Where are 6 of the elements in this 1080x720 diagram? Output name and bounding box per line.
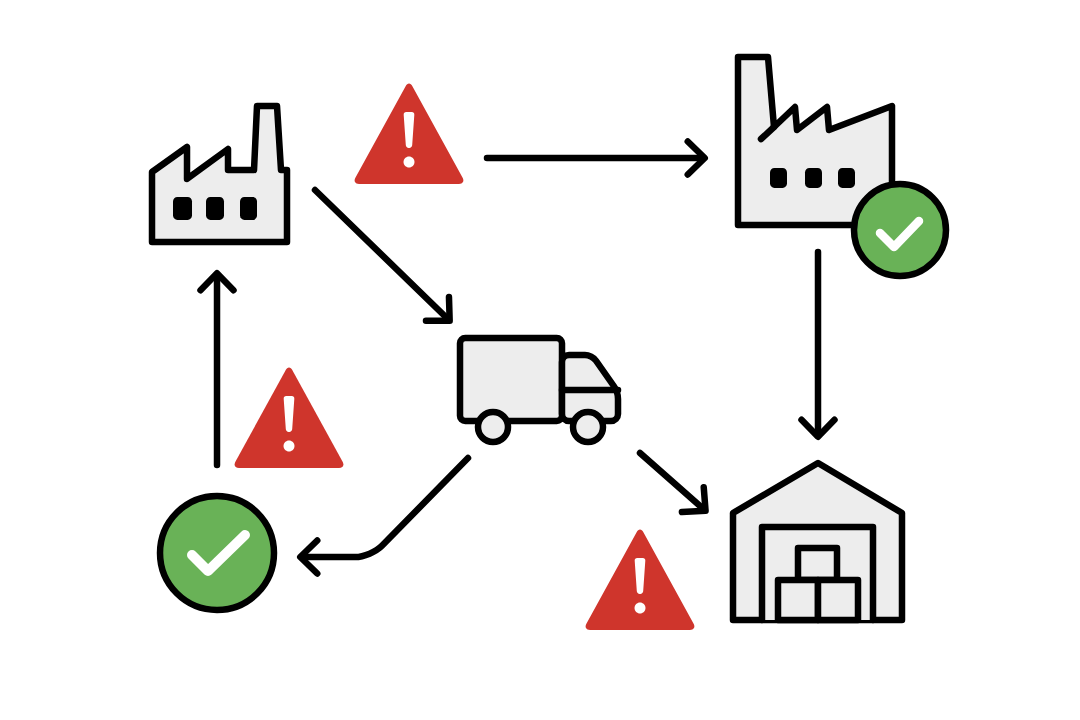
check-circle-icon: [156, 492, 278, 614]
factory-icon: [148, 102, 291, 246]
warning-icon: [354, 83, 464, 184]
warehouse-icon: [729, 459, 906, 624]
factory-icon: [734, 53, 896, 229]
truck-icon: [456, 334, 622, 446]
